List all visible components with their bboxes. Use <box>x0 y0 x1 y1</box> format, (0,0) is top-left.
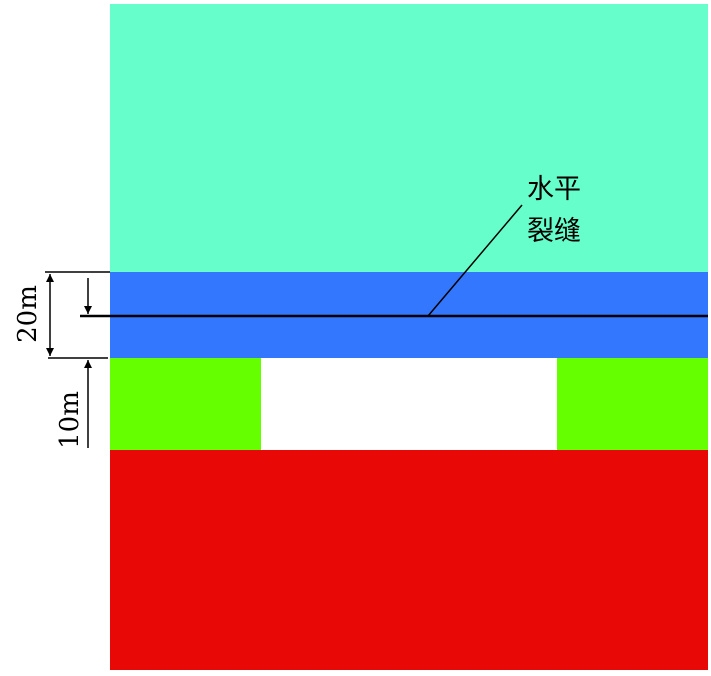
pillar-right <box>557 358 708 450</box>
crack-label-line1: 水平 <box>527 174 581 205</box>
crack-label-line2: 裂缝 <box>527 216 581 247</box>
dim-20m-label: 20m <box>13 285 43 343</box>
dimension-lines <box>45 271 110 448</box>
lower-rock-layer <box>110 450 708 670</box>
dim-10m-label: 10m <box>55 391 85 449</box>
pillar-left <box>110 358 261 450</box>
crack-leader-line <box>427 204 523 317</box>
goaf-opening <box>261 358 557 450</box>
upper-rock-layer <box>110 4 708 272</box>
